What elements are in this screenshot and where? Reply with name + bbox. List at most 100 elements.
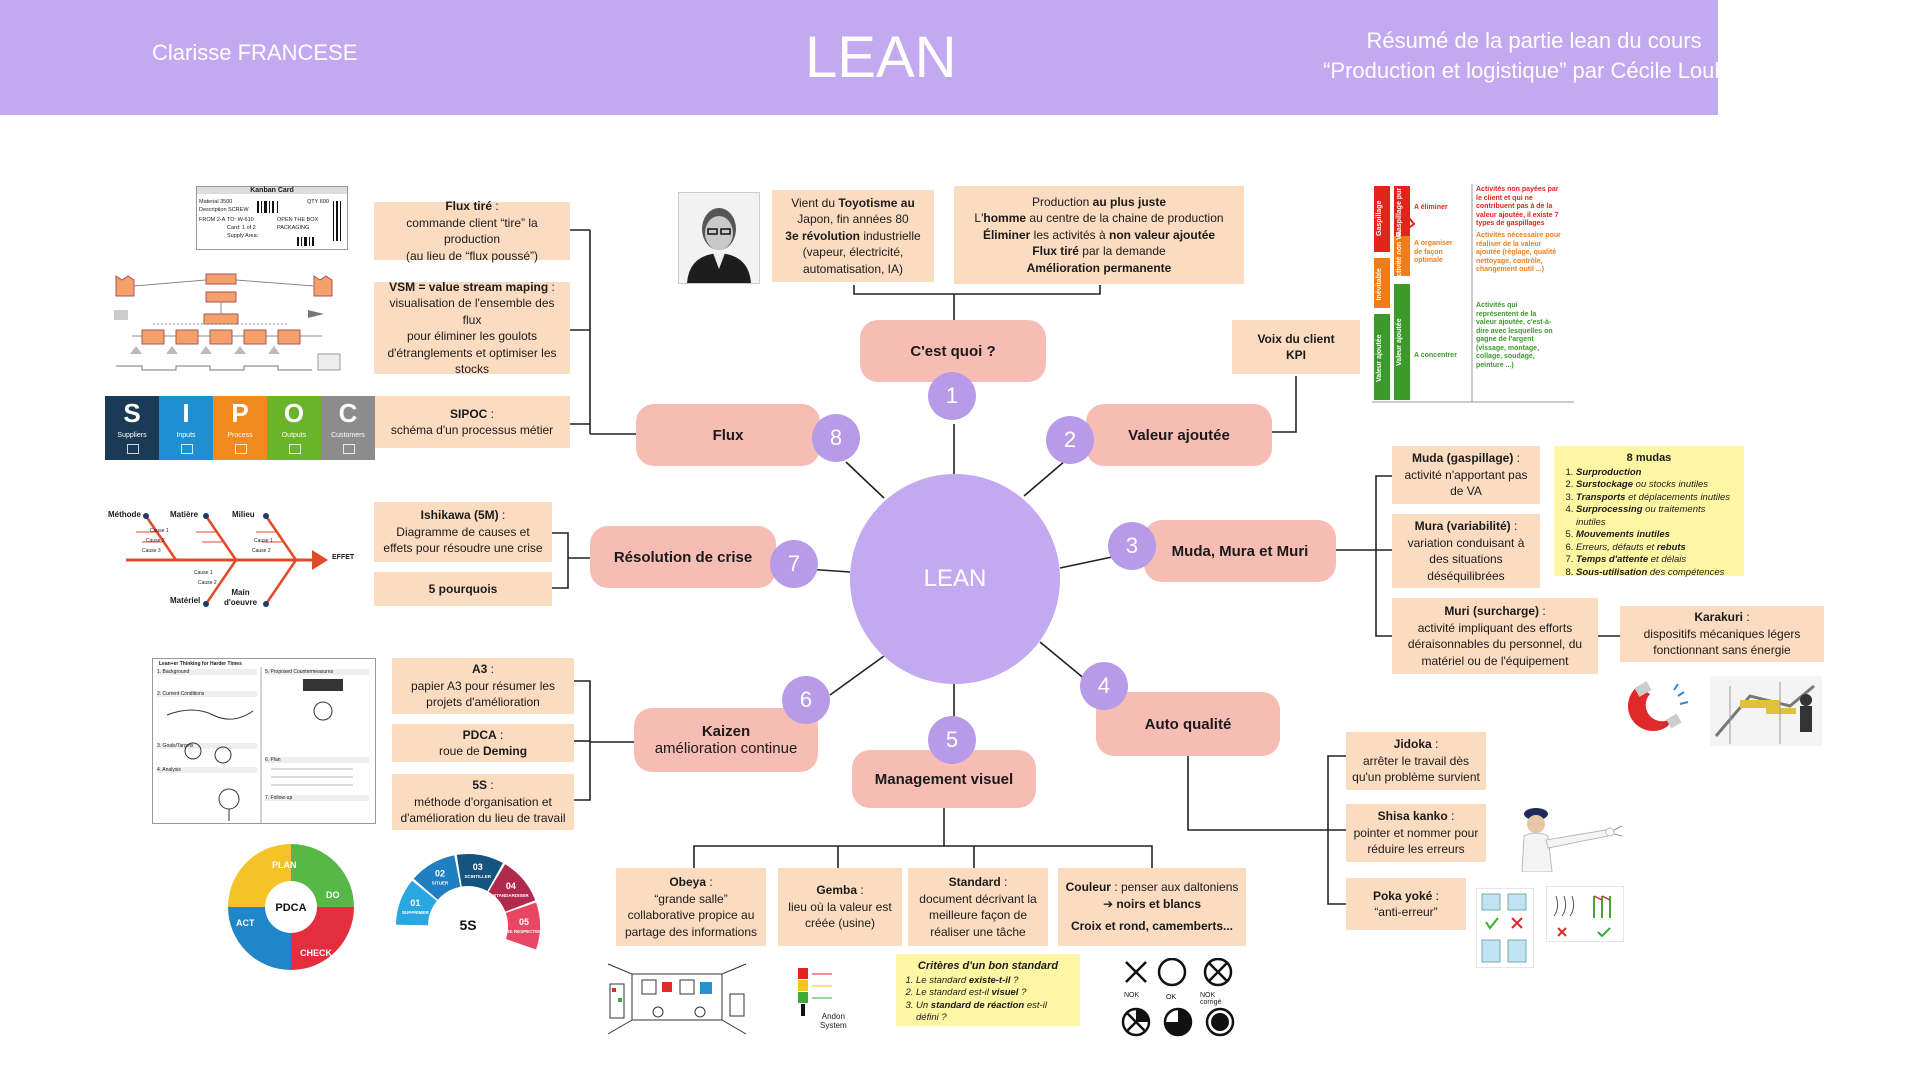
branch-cest-quoi[interactable]: C'est quoi ? xyxy=(860,320,1046,382)
note-flux-tire: Flux tiré : commande client “tire” la pr… xyxy=(374,199,570,263)
branch-resolution-crise[interactable]: Résolution de crise xyxy=(590,526,776,588)
kanban-packaging: PACKAGING xyxy=(277,225,310,231)
muda-item: Sous-utilisation des compétences xyxy=(1576,567,1734,580)
poka-yoke-bottles-image xyxy=(1475,887,1535,969)
kanban-material: Material 3500 xyxy=(199,199,233,205)
sipoc-word: Customers xyxy=(331,432,365,439)
branch-number-2: 2 xyxy=(1046,416,1094,464)
muda-item: Mouvements inutiles xyxy=(1576,529,1734,542)
value-chart-va-2: Valeur ajoutée xyxy=(1395,318,1403,366)
daltonian-symbols: NOK OK NOK corrigé xyxy=(1120,957,1236,1042)
5s-segment-03 xyxy=(456,854,503,892)
branch-management-visuel[interactable]: Management visuel xyxy=(852,750,1036,808)
critere-item: Un standard de réaction est-il défini ? xyxy=(916,1000,1072,1025)
branch-kaizen[interactable]: Kaizen amélioration continue xyxy=(634,708,818,772)
5s-center-label: 5S xyxy=(459,917,476,933)
kaizen-sublabel: amélioration continue xyxy=(654,740,798,757)
5s-segment-number: 03 xyxy=(473,862,483,872)
note-ishikawa: Ishikawa (5M) : Diagramme de causes et e… xyxy=(374,502,552,562)
fishbone-cause: Cause 2 xyxy=(146,538,165,544)
fishbone-cause: Cause 2 xyxy=(252,548,271,554)
5s-segment-number: 02 xyxy=(435,869,445,879)
5s-segment-word: SITUER xyxy=(432,881,449,886)
sipoc-cell-inputs: I Inputs xyxy=(159,396,213,460)
a3-doc-section: 6. Plan xyxy=(265,757,369,763)
branch-auto-qualite[interactable]: Auto qualité xyxy=(1096,692,1280,756)
note-sipoc: SIPOC : schéma d'un processus métier xyxy=(374,396,570,448)
fishbone-milieu: Milieu xyxy=(232,510,255,519)
sipoc-cell-customers: C Customers xyxy=(321,396,375,460)
note-production: Production au plus juste L'homme au cent… xyxy=(954,186,1244,284)
5s-segment-01 xyxy=(396,880,437,926)
mudas-list: 8 mudas Surproduction Surstockage ou sto… xyxy=(1554,446,1744,578)
fishbone-materiel: Matériel xyxy=(170,596,201,605)
5s-segment-word: SCINTILLER xyxy=(464,874,491,879)
note-pdca: PDCA : roue de Deming xyxy=(392,724,574,762)
5s-segment-number: 05 xyxy=(519,917,529,927)
subtitle-line-2: “Production et logistique” par Cécile Lo… xyxy=(1323,58,1745,83)
symbol-nok: NOK xyxy=(1124,992,1140,999)
sipoc-word: Inputs xyxy=(176,432,196,439)
subtitle-line-1: Résumé de la partie lean du cours xyxy=(1366,28,1702,53)
kanban-description: Description SCREW xyxy=(199,207,249,213)
kanban-card-num: Card: 1 of 2 xyxy=(227,225,256,231)
symbol-ok: OK xyxy=(1166,994,1177,1001)
value-chart-gaspillage: Gaspillage xyxy=(1375,200,1383,236)
sipoc-letter: C xyxy=(338,398,358,428)
pdca-check-label: CHECK xyxy=(300,948,333,958)
kanban-title: Kanban Card xyxy=(197,187,347,194)
sipoc-letter: S xyxy=(123,398,141,428)
note-obeya: Obeya : “grande salle” collaborative pro… xyxy=(616,868,766,946)
poka-yoke-connector-image xyxy=(1545,885,1625,943)
sipoc-glyph-icon xyxy=(127,444,139,454)
fishbone-cause: Cause 1 xyxy=(194,570,213,576)
branch-number-1: 1 xyxy=(928,372,976,420)
branch-flux[interactable]: Flux xyxy=(636,404,820,466)
note-couleur: Couleur : penser aux daltoniens ➔ noirs … xyxy=(1058,868,1246,946)
value-chart-va: Valeur ajoutée xyxy=(1375,334,1383,382)
note-gemba: Gemba : lieu où la valeur est créée (usi… xyxy=(778,868,902,946)
a3-doc-title: Lean+er Thinking for Harder Times xyxy=(159,661,242,667)
note-a3: A3 : papier A3 pour résumer les projets … xyxy=(392,658,574,714)
center-node[interactable]: LEAN xyxy=(850,474,1060,684)
branch-number-5: 5 xyxy=(928,716,976,764)
muda-item: Erreurs, défauts et rebuts xyxy=(1576,542,1734,555)
value-chart-inevitable: Inévitable xyxy=(1375,268,1383,301)
criteres-standard-box: Critères d'un bon standard Le standard e… xyxy=(896,954,1080,1026)
note-shisa-kanko: Shisa kanko : pointer et nommer pour réd… xyxy=(1346,804,1486,862)
toyoda-portrait-image xyxy=(678,192,760,284)
header-banner: Clarisse FRANCESE LEAN Résumé de la part… xyxy=(0,0,1745,115)
fishbone-matiere: Matière xyxy=(170,510,199,519)
branch-number-3: 3 xyxy=(1108,522,1156,570)
fishbone-effet: EFFET xyxy=(332,554,355,561)
kanban-supply: Supply Area: xyxy=(227,233,259,239)
fishbone-cause: Cause 3 xyxy=(142,548,161,554)
sipoc-letter: O xyxy=(283,398,305,428)
note-standard: Standard : document décrivant la meilleu… xyxy=(908,868,1048,946)
fishbone-cause: Cause 1 xyxy=(150,528,169,534)
branch-muda-mura-muri[interactable]: Muda, Mura et Muri xyxy=(1144,520,1336,582)
author-name: Clarisse FRANCESE xyxy=(152,40,358,65)
sipoc-glyph-icon xyxy=(343,444,355,454)
pdca-plan-label: PLAN xyxy=(272,860,297,870)
sipoc-word: Process xyxy=(227,432,253,439)
sipoc-glyph-icon xyxy=(181,444,193,454)
pdca-do-label: DO xyxy=(326,890,340,900)
note-5-pourquois: 5 pourquois xyxy=(374,572,552,606)
sipoc-letter: I xyxy=(182,398,190,428)
value-chart-eliminer: A éliminer xyxy=(1414,204,1448,211)
note-5s: 5S : méthode d'organisation et d'amélior… xyxy=(392,774,574,830)
pdca-wheel: PDCA PLAN DO CHECK ACT xyxy=(226,842,356,972)
branch-valeur-ajoutee[interactable]: Valeur ajoutée xyxy=(1086,404,1272,466)
sipoc-glyph-icon xyxy=(289,444,301,454)
branch-number-8: 8 xyxy=(812,414,860,462)
a3-doc-section: 3. Goals/Targets xyxy=(157,743,257,749)
muda-item: Surproduction xyxy=(1576,467,1734,480)
